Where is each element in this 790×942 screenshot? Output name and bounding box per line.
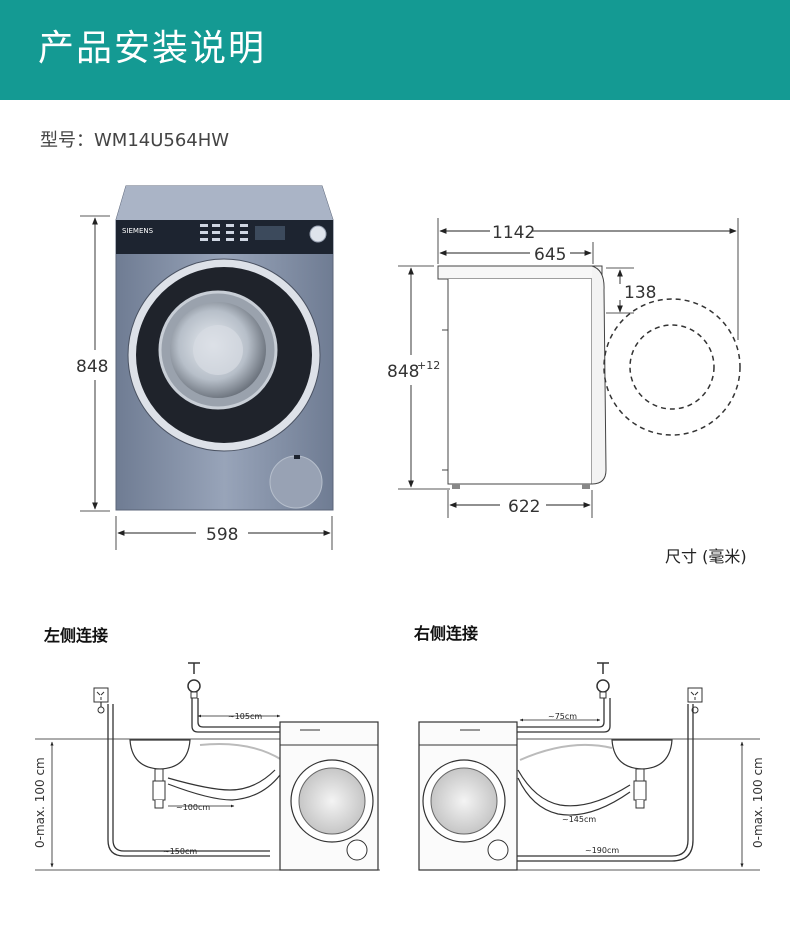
- body-depth-label: 645: [534, 245, 566, 265]
- page-title: 产品安装说明: [38, 28, 267, 69]
- control-panel: [116, 220, 333, 254]
- right-hose-top-label: ~75cm: [548, 712, 577, 721]
- left-connection-title: 左侧连接: [44, 626, 109, 645]
- right-hose-mid-label: ~145cm: [562, 815, 596, 824]
- left-hose-top-label: ~105cm: [228, 712, 262, 721]
- door-offset-label: 138: [624, 283, 656, 303]
- service-flap: [269, 455, 323, 509]
- right-sink-icon: [611, 739, 673, 770]
- front-view-machine: SIEMENS: [115, 185, 334, 511]
- side-height-tolerance: +12: [417, 359, 440, 372]
- front-width-label: 598: [206, 525, 238, 545]
- model-label: 型号：: [40, 130, 94, 151]
- left-hose-bottom-label: ~150cm: [163, 847, 197, 856]
- door-swing-inner: [629, 324, 715, 410]
- right-height-range-label: 0-max. 100 cm: [751, 757, 765, 848]
- left-connection-diagram: [35, 662, 380, 871]
- water-tap-icon: [188, 662, 200, 674]
- front-dimension-lines: [80, 215, 333, 550]
- front-height-label: 848: [76, 357, 108, 377]
- left-hose-mid-label: ~100cm: [176, 803, 210, 812]
- model-number: WM14U564HW: [94, 130, 230, 151]
- right-connection-title: 右侧连接: [414, 624, 479, 643]
- side-height-label: 848: [387, 362, 419, 382]
- model-line: 型号：WM14U564HW: [40, 126, 229, 152]
- side-view-machine: [437, 265, 741, 489]
- header-banner: 产品安装说明: [0, 0, 790, 100]
- right-hose-bottom-label: ~190cm: [585, 846, 619, 855]
- units-caption: 尺寸 (毫米): [665, 547, 747, 566]
- base-depth-label: 622: [508, 497, 540, 517]
- left-height-range-label: 0-max. 100 cm: [33, 757, 47, 848]
- brand-logo: SIEMENS: [122, 227, 154, 235]
- right-connection-diagram: [418, 662, 760, 871]
- door-swing-outer: [603, 298, 741, 436]
- total-depth-label: 1142: [492, 223, 535, 243]
- right-water-tap-icon: [597, 662, 609, 674]
- side-dimension-lines: [398, 218, 739, 518]
- control-knob-grid: [200, 224, 285, 241]
- sink-icon: [129, 739, 191, 770]
- power-knob: [309, 225, 327, 243]
